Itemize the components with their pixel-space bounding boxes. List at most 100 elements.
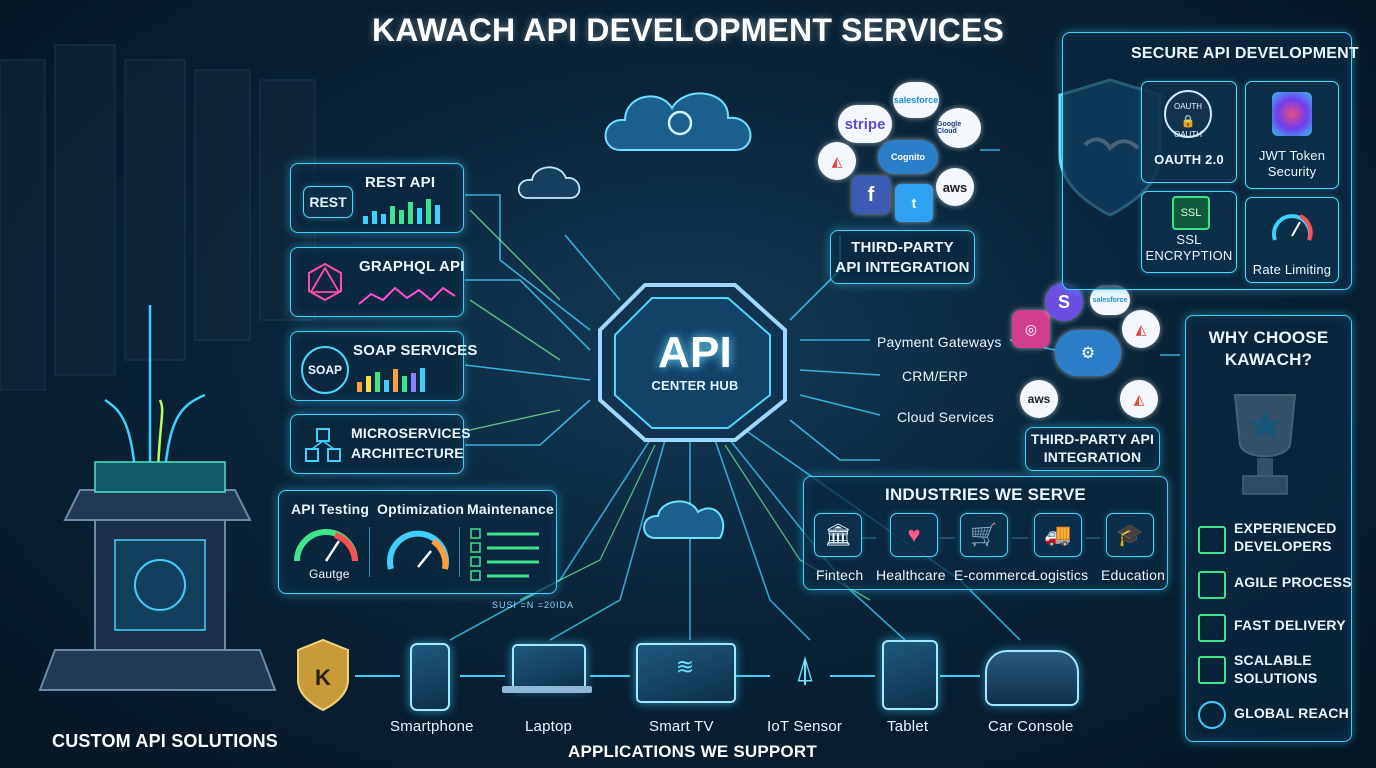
check-icon <box>1198 614 1226 642</box>
wifi-icon: ≋ <box>675 654 695 679</box>
device-smart-tv: Smart TV <box>649 718 714 735</box>
graphql-icon <box>308 262 342 302</box>
laptop-device <box>512 644 586 690</box>
oauth-badge-bottom: OAUTH <box>1174 130 1202 139</box>
soap-badge: SOAP <box>301 346 349 394</box>
google-cloud-small-icon: ◭ <box>1122 310 1160 348</box>
why-title-2: KAWACH? <box>1224 350 1313 369</box>
industry-education: Education <box>1101 567 1166 583</box>
page-title: KAWACH API DEVELOPMENT SERVICES <box>371 12 1005 48</box>
ssl-badge-text: SSL <box>1180 207 1202 219</box>
secure-api-panel: SECURE API DEVELOPMENT OAUTH 🔒 OAUTH OAU… <box>1062 32 1359 290</box>
rest-badge-text: REST <box>309 194 347 210</box>
jwt-icon <box>1272 92 1312 136</box>
industry-fintech: Fintech <box>816 567 864 583</box>
industry-ecommerce: E-commerce <box>954 567 1036 583</box>
gauge-icon <box>294 529 358 562</box>
globe-icon <box>1198 701 1226 729</box>
line-chart-icon <box>358 286 456 305</box>
aws-logo: aws <box>936 168 974 206</box>
speedometer-icon <box>387 530 449 570</box>
why-item-4-l1: SCALABLE <box>1234 652 1312 668</box>
industries-panel: INDUSTRIES WE SERVE 🏛 ♥ 🛒 🚚 🎓 Fintech He… <box>803 476 1168 590</box>
secure-api-title: SECURE API DEVELOPMENT <box>1131 45 1359 62</box>
microservices-label: MICROSERVICES <box>351 425 471 441</box>
rest-api-label: REST API <box>365 174 436 191</box>
salesforce-logo: salesforce <box>893 82 939 118</box>
device-tablet: Tablet <box>887 718 929 735</box>
oauth-badge: OAUTH 🔒 OAUTH <box>1164 90 1212 139</box>
third-party-api-label: THIRD-PARTY API <box>1030 431 1155 447</box>
api-integration-label: API INTEGRATION <box>835 259 970 276</box>
cognito-cloud: Cognito <box>878 140 938 174</box>
why-item-5: GLOBAL REACH <box>1234 705 1349 721</box>
strip-text: SUSI =N =20IDA <box>492 600 575 610</box>
graphql-api-label: GRAPHQL API <box>359 258 465 275</box>
check-icon <box>1198 526 1226 554</box>
check-icon <box>1198 571 1226 599</box>
multicolor-bar-icon <box>357 368 425 392</box>
divider <box>369 527 370 577</box>
rest-badge: REST <box>303 186 353 218</box>
soap-services-panel: SOAP SOAP SERVICES <box>290 331 477 401</box>
api-tools-panel: API Testing Optimization Maintenance Gau… <box>278 490 557 594</box>
industries-title: INDUSTRIES WE SERVE <box>885 485 1086 504</box>
google-cloud-icon: ◭ <box>818 142 856 180</box>
device-iot-sensor: IoT Sensor <box>767 718 843 735</box>
bank-icon: 🏛 <box>814 513 862 557</box>
svg-text:K: K <box>315 665 331 690</box>
third-party-right-panel: THIRD-PARTY API INTEGRATION <box>1025 427 1160 471</box>
ssl-encryption-label: ENCRYPTION <box>1145 248 1233 263</box>
device-car-console: Car Console <box>988 718 1074 735</box>
checklist-icon <box>470 528 539 581</box>
truck-icon: 🚚 <box>1034 513 1082 557</box>
industry-logistics: Logistics <box>1032 567 1089 583</box>
hub-title: API <box>658 328 732 377</box>
facebook-icon: f <box>852 176 890 214</box>
rest-api-panel: REST REST API <box>290 163 464 233</box>
graduation-cap-icon: 🎓 <box>1106 513 1154 557</box>
oauth-label: OAUTH 2.0 <box>1154 152 1224 167</box>
integration-label: INTEGRATION <box>1043 449 1142 465</box>
heart-icon: ♥ <box>890 513 938 557</box>
optimization-label: Optimization <box>377 501 465 517</box>
rate-limiting-tile: Rate Limiting <box>1245 197 1339 283</box>
payment-gateways-label: Payment Gateways <box>877 334 1002 350</box>
cubes-network-icon <box>305 428 341 462</box>
soap-services-label: SOAP SERVICES <box>353 342 478 359</box>
laptop-base <box>502 686 592 693</box>
cloud-services-label: Cloud Services <box>897 409 994 425</box>
applications-title: APPLICATIONS WE SUPPORT <box>568 742 817 761</box>
ssl-tile: SSL SSL ENCRYPTION <box>1141 191 1237 273</box>
divider <box>459 527 460 577</box>
cart-icon: 🛒 <box>960 513 1008 557</box>
custom-api-label: CUSTOM API SOLUTIONS <box>52 731 279 751</box>
twitter-icon: t <box>895 184 933 222</box>
industry-healthcare: Healthcare <box>876 567 946 583</box>
google-cloud-small-icon-2: ◭ <box>1120 380 1158 418</box>
tablet-device <box>882 640 938 710</box>
hub-subtitle: CENTER HUB <box>651 378 739 393</box>
smartphone-device <box>410 643 450 711</box>
google-cloud-logo: Google Cloud <box>937 108 981 148</box>
why-item-4-l2: SOLUTIONS <box>1234 670 1318 686</box>
oauth-badge-top: OAUTH <box>1174 102 1202 111</box>
graphql-api-panel: GRAPHQL API <box>290 247 464 317</box>
device-smartphone: Smartphone <box>390 718 474 735</box>
smart-tv-device <box>636 643 736 703</box>
iot-sensor-device: ⍋ <box>794 648 816 689</box>
stripe-s-icon: S <box>1045 283 1083 321</box>
why-item-1-l1: EXPERIENCED <box>1234 520 1337 536</box>
jwt-security-label: Security <box>1267 164 1317 179</box>
gauge-caption: Gautge <box>309 567 350 581</box>
device-laptop: Laptop <box>525 718 573 735</box>
stripe-logo: stripe <box>838 105 892 143</box>
central-cloud-icon: ⚙ <box>1055 330 1121 376</box>
why-item-2: AGILE PROCESS <box>1234 574 1352 590</box>
why-item-1-l2: DEVELOPERS <box>1234 538 1332 554</box>
why-choose-panel: WHY CHOOSE KAWACH? EXPERIENCED DEVELOPER… <box>1185 315 1352 742</box>
instagram-icon: ◎ <box>1012 310 1050 348</box>
rate-limiting-label: Rate Limiting <box>1252 262 1332 277</box>
jwt-token-label: JWT Token <box>1258 148 1326 163</box>
check-icon <box>1198 656 1226 684</box>
